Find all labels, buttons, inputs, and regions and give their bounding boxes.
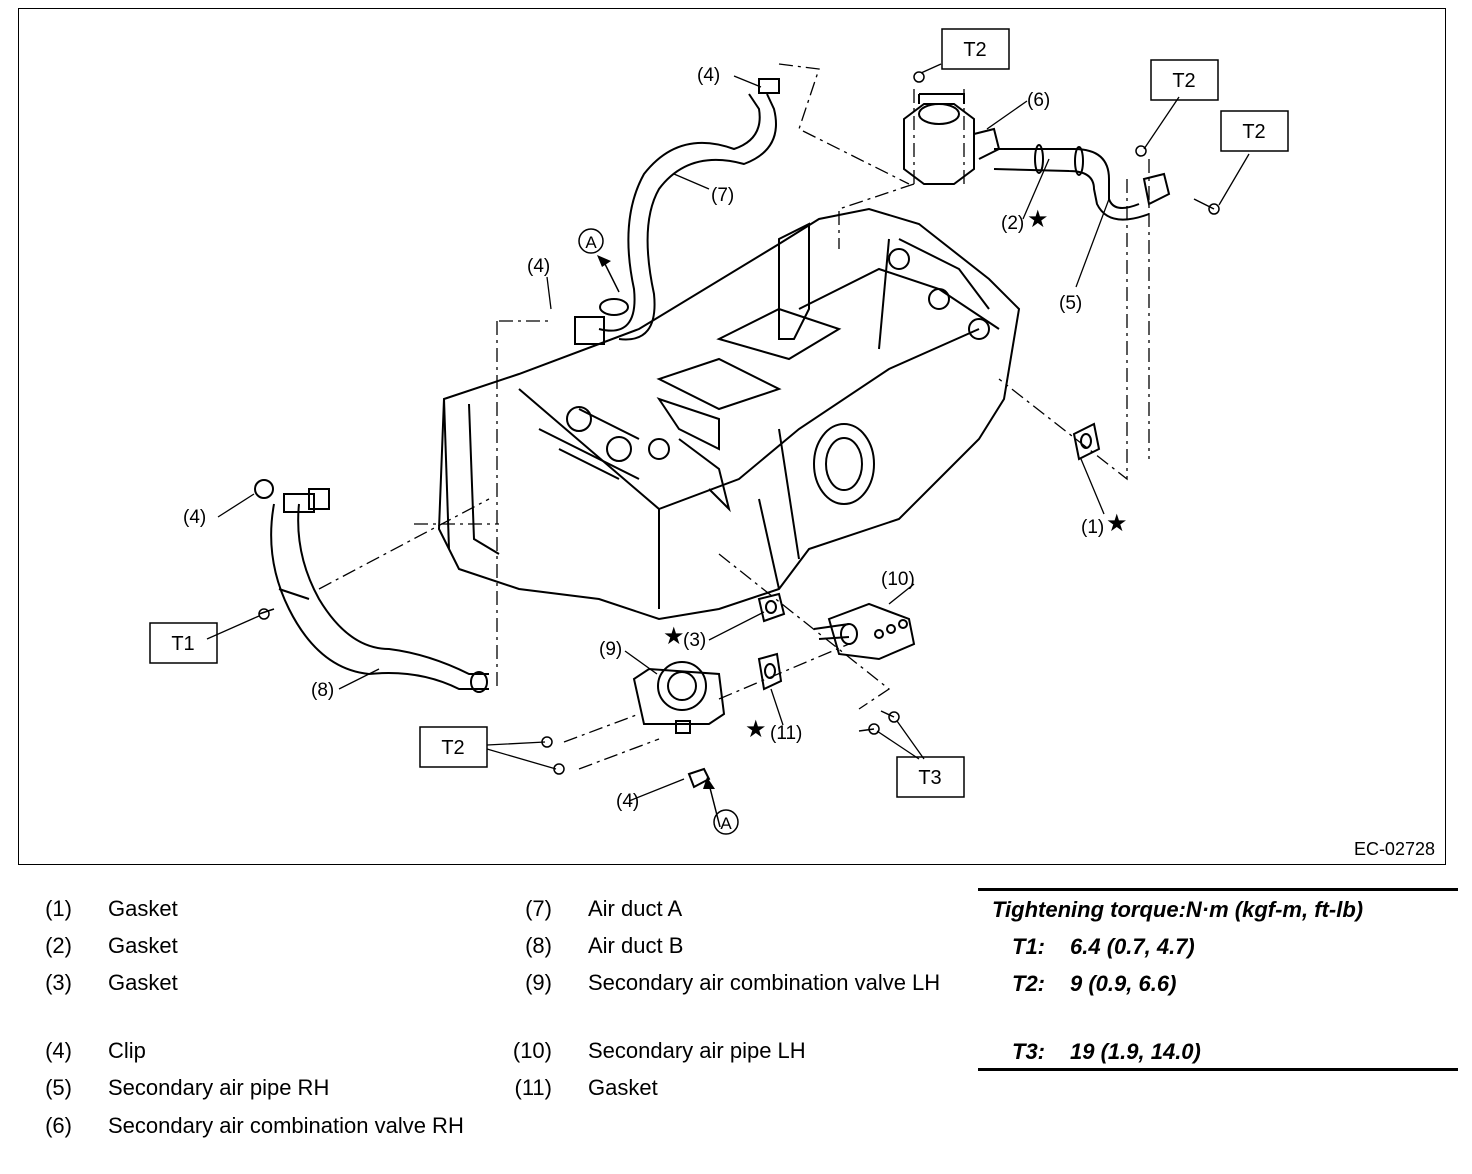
star-11: ★ <box>745 716 767 743</box>
view-a-letter-bottom: A <box>720 814 732 833</box>
torque-row-t2-value: 9 (0.9, 6.6) <box>1070 971 1177 996</box>
callout-4-top: (4) <box>697 65 720 86</box>
view-a-marker-top <box>578 228 604 254</box>
legend-text: Clip <box>108 1038 146 1063</box>
legend-num: (10) <box>512 1038 552 1063</box>
callout-4-bottom: (4) <box>616 791 639 812</box>
gasket-11 <box>757 652 783 691</box>
legend-num: (5) <box>45 1075 72 1100</box>
engine-block <box>437 207 1021 621</box>
torque-box-label-t3: T3 <box>918 767 941 789</box>
torque-box-label-t2-bottom: T2 <box>441 737 464 759</box>
secondary-air-valve-lh <box>632 661 726 789</box>
torque-box-t1 <box>149 622 218 664</box>
air-duct-a <box>574 78 780 345</box>
torque-row-t2-key: T2: <box>1012 971 1045 996</box>
torque-table-bottom-rule <box>978 1068 1458 1071</box>
legend-num: (8) <box>525 933 552 958</box>
legend-text: Gasket <box>588 1075 658 1100</box>
torque-box-t3 <box>896 756 965 798</box>
torque-row-t3-value: 19 (1.9, 14.0) <box>1070 1039 1201 1064</box>
torque-box-t2-right-b <box>1220 110 1289 152</box>
callout-4-left: (4) <box>183 507 206 528</box>
exploded-view-diagram: T2 T2 T2 T1 T2 T3 A A (4) (6) (7) (2) ★ … <box>149 28 1289 835</box>
torque-box-label-t2-top: T2 <box>963 39 986 61</box>
legend-num: (6) <box>45 1113 72 1138</box>
torque-box-t2-top <box>941 28 1010 70</box>
torque-row-t1-value: 6.4 (0.7, 4.7) <box>1070 934 1195 959</box>
torque-box-label-t2-right-a: T2 <box>1172 70 1195 92</box>
callout-2: (2) <box>1001 213 1024 234</box>
callout-1: (1) <box>1081 517 1104 538</box>
torque-table: Tightening torque:N·m (kgf-m, ft-lb) T1:… <box>978 888 1458 1078</box>
torque-row-t3-key: T3: <box>1012 1039 1045 1064</box>
torque-row-t1-key: T1: <box>1012 934 1045 959</box>
legend-text: Gasket <box>108 970 178 995</box>
view-a-arrows <box>603 261 721 828</box>
callout-10: (10) <box>881 569 915 590</box>
torque-table-title: Tightening torque:N·m (kgf-m, ft-lb) <box>992 897 1364 922</box>
legend-num: (3) <box>45 970 72 995</box>
torque-box-t2-bottom <box>419 726 488 768</box>
legend-text: Gasket <box>108 896 178 921</box>
legend-text: Air duct B <box>588 933 684 958</box>
legend-text: Secondary air pipe LH <box>588 1038 806 1063</box>
legend-num: (11) <box>514 1075 553 1100</box>
figure-code: EC-02728 <box>1353 839 1435 859</box>
secondary-air-valve-rh <box>903 93 1001 185</box>
legend-num: (4) <box>45 1038 72 1063</box>
leader-lines <box>206 63 1250 802</box>
air-duct-b <box>254 479 489 693</box>
callout-7: (7) <box>711 185 734 206</box>
callout-5: (5) <box>1059 293 1082 314</box>
bolts <box>258 71 1220 775</box>
legend-text: Secondary air combination valve RH <box>108 1113 464 1138</box>
star-1: ★ <box>1106 510 1128 537</box>
secondary-air-pipe-lh <box>813 602 916 661</box>
gasket-1 <box>1072 422 1101 461</box>
callout-3: (3) <box>683 630 706 651</box>
star-3: ★ <box>663 623 685 650</box>
legend-num: (7) <box>525 896 552 921</box>
torque-box-label-t1: T1 <box>171 633 194 655</box>
callout-9: (9) <box>599 639 622 660</box>
legend-num: (9) <box>525 970 552 995</box>
assembly-guide-lines <box>318 63 1150 770</box>
legend-num: (2) <box>45 933 72 958</box>
callout-4-mid: (4) <box>527 256 550 277</box>
legend-text: Gasket <box>108 933 178 958</box>
gasket-3 <box>757 592 786 623</box>
torque-box-t2-right-a <box>1150 59 1219 101</box>
legend-text: Secondary air pipe RH <box>108 1075 330 1100</box>
torque-table-top-rule <box>978 888 1458 891</box>
legend-text: Secondary air combination valve LH <box>588 970 941 995</box>
legend-text: Air duct A <box>588 896 683 921</box>
diagram-frame: T2 T2 T2 T1 T2 T3 A A (4) (6) (7) (2) ★ … <box>18 8 1446 865</box>
callout-6: (6) <box>1027 90 1050 111</box>
torque-box-label-t2-right-b: T2 <box>1242 121 1265 143</box>
view-a-marker-bottom <box>713 809 739 835</box>
callout-8: (8) <box>311 680 334 701</box>
star-2: ★ <box>1027 206 1049 233</box>
view-a-letter-top: A <box>585 233 597 252</box>
callout-11: (11) <box>770 723 802 744</box>
legend-num: (1) <box>45 896 72 921</box>
